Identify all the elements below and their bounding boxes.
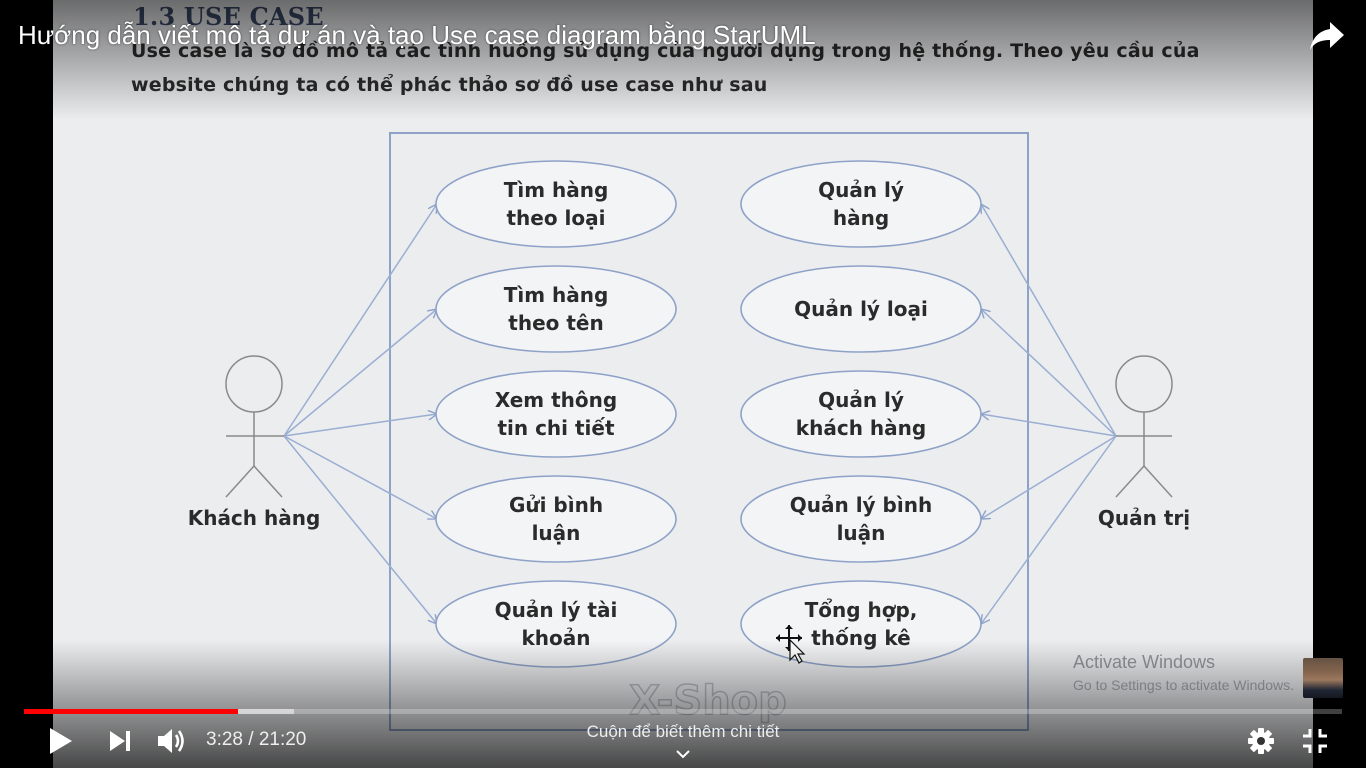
- use-case-left-2: Tìm hàng theo tên: [435, 265, 677, 353]
- share-button[interactable]: [1306, 16, 1350, 56]
- use-case-right-5: Tổng hợp, thống kê: [740, 580, 982, 668]
- use-case-ellipse: [740, 580, 982, 668]
- use-case-label: khoản: [521, 626, 590, 650]
- play-button[interactable]: [44, 724, 76, 758]
- use-case-label: Tìm hàng: [504, 178, 609, 202]
- association-left-1: [283, 204, 437, 437]
- use-case-right-3: Quản lý khách hàng: [740, 370, 982, 458]
- use-case-label: Tổng hợp,: [805, 598, 918, 622]
- use-case-left-1: Tìm hàng theo loại: [435, 160, 677, 248]
- use-case-ellipse: [435, 160, 677, 248]
- progress-played: [24, 709, 239, 714]
- play-icon: [50, 728, 72, 754]
- use-case-ellipse: [740, 370, 982, 458]
- association-left-2: [283, 309, 437, 437]
- activate-windows-subtitle: Go to Settings to activate Windows.: [1073, 677, 1294, 693]
- use-case-right-4: Quản lý bình luận: [740, 475, 982, 563]
- use-case-label: theo tên: [508, 311, 603, 335]
- use-case-label: Quản lý: [818, 178, 904, 202]
- use-case-label: tin chi tiết: [497, 416, 615, 440]
- use-case-ellipse: [435, 265, 677, 353]
- association-left-5: [283, 435, 437, 624]
- progress-bar[interactable]: [24, 709, 1342, 714]
- use-case-label: khách hàng: [796, 416, 926, 440]
- use-case-label: Xem thông: [495, 388, 617, 412]
- use-case-label: Quản lý loại: [794, 297, 928, 321]
- actor-left-label: Khách hàng: [188, 506, 321, 530]
- use-case-label: Gửi bình: [509, 493, 603, 517]
- settings-button[interactable]: [1244, 724, 1278, 758]
- use-case-label: Quản lý bình: [790, 493, 932, 517]
- use-case-label: Quản lý tài: [495, 598, 618, 622]
- use-case-left-4: Gửi bình luận: [435, 475, 677, 563]
- use-case-right-1: Quản lý hàng: [740, 160, 982, 248]
- association-right-3: [981, 414, 1117, 437]
- use-case-left-5: Quản lý tài khoản: [435, 580, 677, 668]
- fullscreen-exit-button[interactable]: [1298, 724, 1332, 758]
- use-case-label: Tìm hàng: [504, 283, 609, 307]
- video-title[interactable]: Hướng dẫn viết mô tả dự án và tạo Use ca…: [18, 20, 816, 50]
- volume-icon: [158, 729, 184, 753]
- use-case-ellipse: [435, 475, 677, 563]
- use-case-ellipse: [435, 370, 677, 458]
- association-right-4: [981, 435, 1117, 519]
- next-button[interactable]: [104, 726, 136, 756]
- use-case-label: luận: [837, 521, 886, 545]
- association-right-1: [981, 204, 1117, 437]
- share-arrow-icon: [1310, 22, 1344, 50]
- association-lines: [283, 204, 1117, 624]
- time-display: 3:28 / 21:20: [206, 729, 306, 751]
- use-case-ellipse: [435, 580, 677, 668]
- actor-quan-tri: [1115, 355, 1173, 498]
- use-case-ellipse: [740, 475, 982, 563]
- actor-right-label: Quản trị: [1098, 506, 1190, 530]
- use-case-label: theo loại: [506, 206, 605, 230]
- scroll-hint[interactable]: Cuộn để biết thêm chi tiết: [586, 722, 780, 741]
- channel-avatar[interactable]: [1303, 658, 1343, 698]
- scroll-chevron[interactable]: [673, 746, 693, 760]
- current-time: 3:28: [206, 729, 243, 750]
- actor-khach-hang: [225, 355, 284, 498]
- use-case-label: thống kê: [811, 626, 910, 650]
- duration: 21:20: [258, 729, 307, 750]
- gear-icon: [1248, 728, 1274, 754]
- use-case-label: Quản lý: [818, 388, 904, 412]
- next-icon: [110, 731, 130, 751]
- association-right-2: [981, 309, 1117, 437]
- use-case-ellipse: [740, 265, 982, 353]
- association-right-5: [981, 435, 1117, 624]
- use-case-label: hàng: [833, 206, 889, 230]
- association-left-3: [283, 414, 437, 437]
- volume-button[interactable]: [154, 723, 190, 759]
- time-separator: /: [242, 729, 259, 750]
- activate-windows-title: Activate Windows: [1073, 652, 1216, 672]
- use-case-left-3: Xem thông tin chi tiết: [435, 370, 677, 458]
- chevron-down-icon: [676, 750, 690, 759]
- x-shop-watermark: X-Shop: [629, 678, 787, 724]
- use-case-ellipse: [740, 160, 982, 248]
- use-case-right-2: Quản lý loại: [740, 265, 982, 353]
- association-left-4: [283, 435, 437, 519]
- use-case-label: luận: [532, 521, 581, 545]
- exit-fullscreen-icon: [1303, 729, 1327, 753]
